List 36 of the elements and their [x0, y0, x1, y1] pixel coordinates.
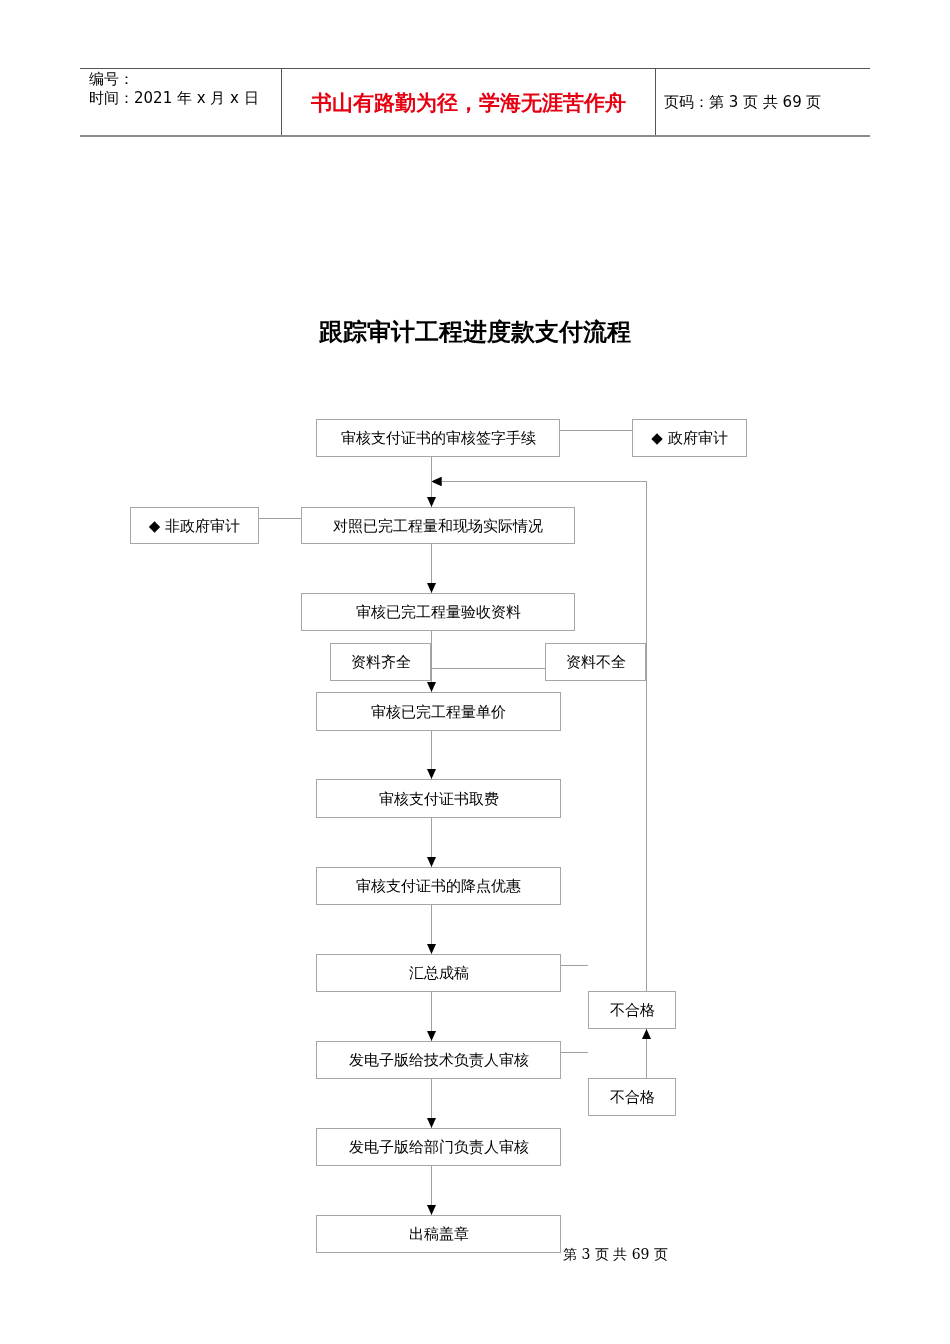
connector-line: [258, 518, 302, 519]
process-box: 审核已完工程量验收资料: [301, 593, 575, 631]
connector-line: [560, 1052, 589, 1053]
arrow: [427, 991, 436, 1042]
arrow: [427, 1078, 436, 1129]
arrow: [427, 730, 436, 780]
condition-box: 不合格: [588, 991, 676, 1029]
diagram-title: 跟踪审计工程进度款支付流程: [319, 318, 631, 347]
header-slogan: 书山有路勤为径，学海无涯苦作舟: [310, 91, 626, 117]
condition-box: 资料不全: [545, 643, 646, 681]
arrow: [427, 904, 436, 955]
condition-box: 不合格: [588, 1078, 676, 1116]
process-box: 审核支付证书的审核签字手续: [316, 419, 560, 457]
process-box: 审核支付证书取费: [316, 779, 561, 818]
process-box: 发电子版给部门负责人审核: [316, 1128, 561, 1166]
process-box: 出稿盖章: [316, 1215, 561, 1253]
note-box: ◆ 政府审计: [632, 419, 747, 457]
footer-page-number: 第 3 页 共 69 页: [563, 1246, 668, 1263]
arrow: [642, 1028, 651, 1079]
arrow: [427, 456, 436, 508]
connector-line: [560, 965, 589, 966]
arrow: [431, 477, 647, 992]
header-text: 编号：: [89, 70, 134, 88]
arrow: [427, 817, 436, 868]
process-box: 汇总成稿: [316, 954, 561, 992]
connector-line: [559, 430, 633, 431]
arrow: [427, 1165, 436, 1216]
process-box: 发电子版给技术负责人审核: [316, 1041, 561, 1079]
process-box: 审核已完工程量单价: [316, 692, 561, 731]
process-box: 审核支付证书的降点优惠: [316, 867, 561, 905]
process-box: 对照已完工程量和现场实际情况: [301, 507, 575, 544]
header-page-number: 页码：第 3 页 共 69 页: [664, 93, 822, 111]
arrow: [427, 543, 436, 594]
condition-box: 资料齐全: [330, 643, 431, 681]
header-date: 时间：2021 年 x 月 x 日: [89, 89, 259, 107]
note-box: ◆ 非政府审计: [130, 507, 259, 544]
